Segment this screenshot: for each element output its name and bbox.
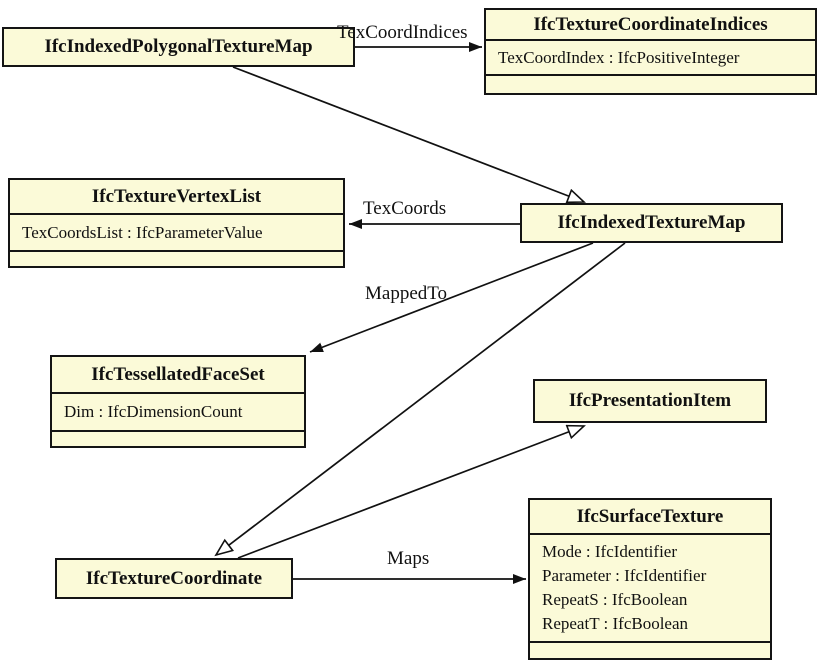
class-box-ifcsurfacetexture: IfcSurfaceTexture Mode : IfcIdentifier P… bbox=[528, 498, 772, 660]
class-title: IfcTextureCoordinateIndices bbox=[533, 13, 768, 35]
edge-inheritance-texturecoordinate-to-presentationitem bbox=[237, 426, 584, 559]
class-attributes: TexCoordsList : IfcParameterValue bbox=[10, 213, 343, 250]
class-box-ifctexturecoordinateindices: IfcTextureCoordinateIndices TexCoordInde… bbox=[484, 8, 817, 95]
class-empty-compartment bbox=[530, 641, 770, 658]
class-attributes: Mode : IfcIdentifier Parameter : IfcIden… bbox=[530, 533, 770, 641]
class-box-ifcindexedtexturemap: IfcIndexedTextureMap bbox=[520, 203, 783, 243]
class-title: IfcTextureCoordinate bbox=[85, 567, 263, 589]
class-box-ifctexturecoordinate: IfcTextureCoordinate bbox=[55, 558, 293, 599]
class-box-ifctexturevertexlist: IfcTextureVertexList TexCoordsList : Ifc… bbox=[8, 178, 345, 268]
class-title: IfcTessellatedFaceSet bbox=[91, 363, 265, 385]
attribute: RepeatT : IfcBoolean bbox=[542, 614, 689, 633]
edge-inheritance-polygonal-to-indexedtexturemap bbox=[232, 66, 584, 202]
edge-label-maps: Maps bbox=[387, 548, 430, 569]
attribute: TexCoordsList : IfcParameterValue bbox=[22, 222, 263, 242]
class-title: IfcPresentationItem bbox=[568, 390, 732, 411]
class-attributes: TexCoordIndex : IfcPositiveInteger bbox=[486, 39, 815, 74]
class-box-ifctessellatedfaceset: IfcTessellatedFaceSet Dim : IfcDimension… bbox=[50, 355, 306, 448]
class-box-ifcpresentationitem: IfcPresentationItem bbox=[533, 379, 767, 423]
edge-label-texcoordindices: TexCoordIndices bbox=[337, 22, 468, 43]
attribute: Mode : IfcIdentifier bbox=[542, 542, 677, 561]
class-empty-compartment bbox=[486, 74, 815, 93]
class-title: IfcTextureVertexList bbox=[91, 185, 262, 207]
edge-label-texcoords: TexCoords bbox=[363, 198, 447, 219]
class-empty-compartment bbox=[10, 250, 343, 266]
class-attributes: Dim : IfcDimensionCount bbox=[52, 392, 304, 430]
attribute: Dim : IfcDimensionCount bbox=[64, 402, 243, 421]
edge-mappedto-line bbox=[309, 242, 594, 353]
class-title: IfcIndexedPolygonalTextureMap bbox=[44, 36, 313, 57]
class-box-ifcindexedpolygonaltexturemap: IfcIndexedPolygonalTextureMap bbox=[2, 27, 355, 67]
edge-inheritance-indexedtexturemap-to-texturecoordinate bbox=[216, 242, 626, 555]
edge-label-mappedto: MappedTo bbox=[365, 283, 448, 304]
class-title: IfcSurfaceTexture bbox=[576, 505, 724, 527]
attribute: RepeatS : IfcBoolean bbox=[542, 590, 688, 609]
class-empty-compartment bbox=[52, 430, 304, 446]
class-title: IfcIndexedTextureMap bbox=[557, 212, 746, 233]
attribute: Parameter : IfcIdentifier bbox=[542, 566, 707, 585]
attribute: TexCoordIndex : IfcPositiveInteger bbox=[498, 47, 740, 67]
